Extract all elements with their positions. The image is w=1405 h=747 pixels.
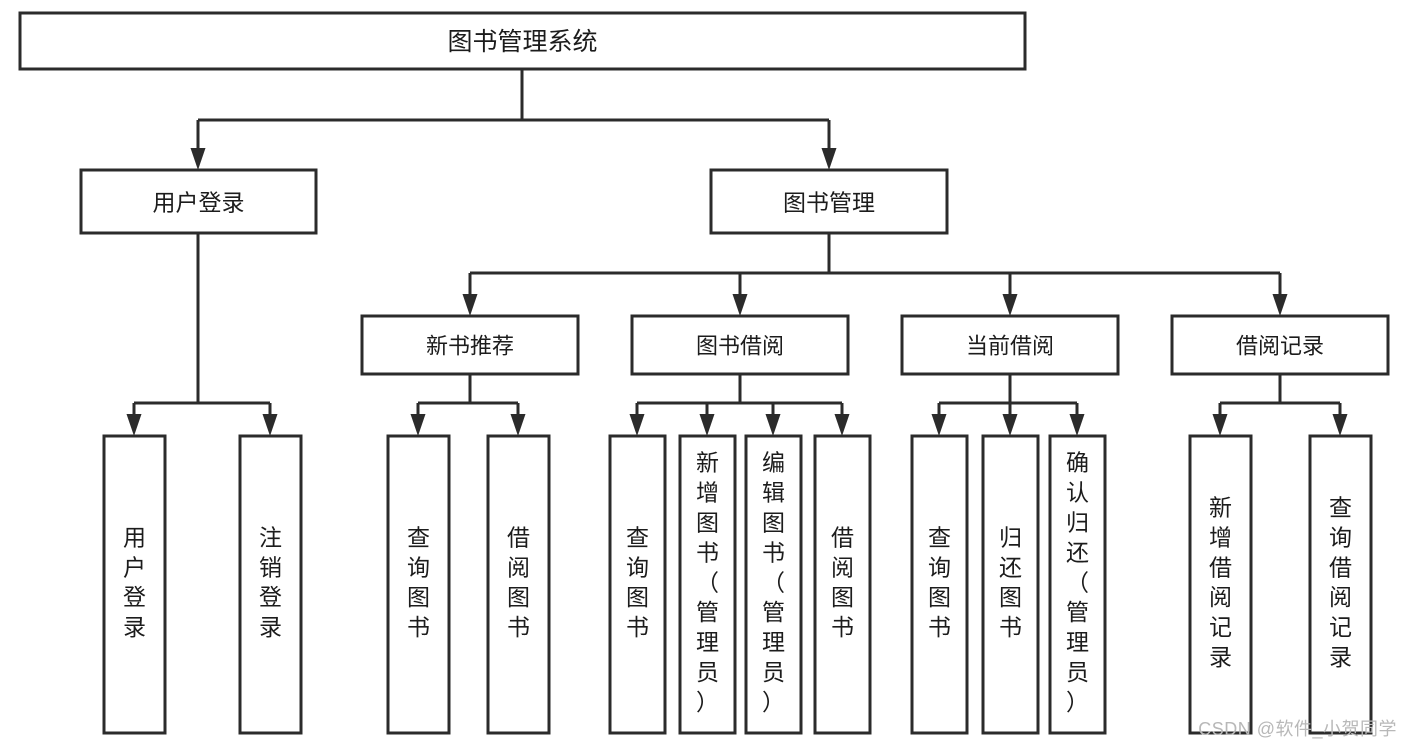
- node-box[interactable]: [910, 434, 969, 735]
- node-box[interactable]: [981, 434, 1040, 735]
- node-root[interactable]: 图书管理系统: [18, 11, 1027, 71]
- node-box[interactable]: [1048, 434, 1107, 735]
- node-leaf_4[interactable]: 查询图书: [608, 434, 667, 735]
- edge-arrowhead-icon: [699, 414, 715, 436]
- node-l3_2[interactable]: 当前借阅: [900, 314, 1120, 376]
- node-box[interactable]: [678, 434, 737, 735]
- node-label: 注销登录: [259, 524, 282, 640]
- node-label: 借阅记录: [1236, 334, 1324, 359]
- node-box[interactable]: [238, 434, 303, 735]
- edge-group-book-mgmt-trunk: [462, 233, 1288, 316]
- node-label: 图书借阅: [696, 334, 784, 359]
- node-leaf_2[interactable]: 查询图书: [386, 434, 451, 735]
- edge-group-record-trunk: [1212, 374, 1348, 436]
- node-box[interactable]: [744, 434, 803, 735]
- edge-arrowhead-icon: [765, 414, 781, 436]
- edge-arrowhead-icon: [732, 294, 748, 316]
- node-box[interactable]: [386, 434, 451, 735]
- edge-arrowhead-icon: [1212, 414, 1228, 436]
- node-label: 图书管理系统: [447, 28, 597, 56]
- node-label: 确认归还（管理员）: [1066, 450, 1089, 715]
- edge-group-current-trunk: [931, 374, 1085, 436]
- node-label: 新增图书（管理员）: [696, 450, 719, 715]
- edge-arrowhead-icon: [1272, 294, 1288, 316]
- edge-arrowhead-icon: [410, 414, 426, 436]
- node-leaf_3[interactable]: 借阅图书: [486, 434, 551, 735]
- node-label: 查询图书: [928, 524, 951, 640]
- node-l3_1[interactable]: 图书借阅: [630, 314, 850, 376]
- edge-arrowhead-icon: [821, 148, 837, 170]
- edge-arrowhead-icon: [126, 414, 142, 436]
- edge-arrowhead-icon: [190, 148, 206, 170]
- node-label: 新书推荐: [426, 334, 514, 359]
- node-label: 当前借阅: [966, 334, 1054, 359]
- edge-layer: [126, 69, 1348, 436]
- node-leaf_7[interactable]: 借阅图书: [813, 434, 872, 735]
- edge-arrowhead-icon: [262, 414, 278, 436]
- node-label: 借阅图书: [507, 524, 530, 640]
- node-leaf_1[interactable]: 注销登录: [238, 434, 303, 735]
- node-box[interactable]: [102, 434, 167, 735]
- node-label: 查询图书: [626, 524, 649, 640]
- node-l3_0[interactable]: 新书推荐: [360, 314, 580, 376]
- node-label: 查询图书: [407, 524, 430, 640]
- node-leaf_6[interactable]: 编辑图书（管理员）: [744, 434, 803, 735]
- edge-arrowhead-icon: [931, 414, 947, 436]
- edge-group-borrow-trunk: [629, 374, 850, 436]
- node-leaf_0[interactable]: 用户登录: [102, 434, 167, 735]
- edge-group-user-login-trunk: [126, 233, 278, 436]
- node-label: 图书管理: [783, 190, 875, 216]
- edge-arrowhead-icon: [834, 414, 850, 436]
- edge-group-new-book-trunk: [410, 374, 526, 436]
- edge-arrowhead-icon: [1332, 414, 1348, 436]
- node-box[interactable]: [608, 434, 667, 735]
- node-box[interactable]: [813, 434, 872, 735]
- node-leaf_12[interactable]: 查询借阅记录: [1308, 434, 1373, 735]
- node-label: 查询借阅记录: [1329, 495, 1352, 671]
- edge-arrowhead-icon: [1002, 414, 1018, 436]
- node-label: 归还图书: [999, 524, 1022, 640]
- node-box[interactable]: [900, 314, 1120, 376]
- node-box[interactable]: [1308, 434, 1373, 735]
- node-leaf_9[interactable]: 归还图书: [981, 434, 1040, 735]
- node-box[interactable]: [630, 314, 850, 376]
- node-leaf_8[interactable]: 查询图书: [910, 434, 969, 735]
- node-label: 借阅图书: [831, 524, 854, 640]
- edge-arrowhead-icon: [1002, 294, 1018, 316]
- node-box[interactable]: [486, 434, 551, 735]
- node-box[interactable]: [18, 11, 1027, 71]
- edge-arrowhead-icon: [1069, 414, 1085, 436]
- edge-arrowhead-icon: [462, 294, 478, 316]
- node-label: 编辑图书（管理员）: [762, 450, 785, 715]
- edge-group-root-trunk: [190, 69, 837, 170]
- node-box[interactable]: [79, 168, 318, 235]
- edge-arrowhead-icon: [629, 414, 645, 436]
- node-l3_3[interactable]: 借阅记录: [1170, 314, 1390, 376]
- node-label: 用户登录: [123, 524, 146, 640]
- node-box[interactable]: [709, 168, 949, 235]
- node-label: 新增借阅记录: [1209, 495, 1232, 671]
- node-box[interactable]: [1170, 314, 1390, 376]
- node-layer: 图书管理系统用户登录图书管理新书推荐图书借阅当前借阅借阅记录用户登录注销登录查询…: [18, 11, 1390, 735]
- edge-arrowhead-icon: [510, 414, 526, 436]
- node-leaf_11[interactable]: 新增借阅记录: [1188, 434, 1253, 735]
- node-leaf_5[interactable]: 新增图书（管理员）: [678, 434, 737, 735]
- node-l2_1[interactable]: 图书管理: [709, 168, 949, 235]
- node-l2_0[interactable]: 用户登录: [79, 168, 318, 235]
- node-leaf_10[interactable]: 确认归还（管理员）: [1048, 434, 1107, 735]
- node-box[interactable]: [360, 314, 580, 376]
- node-label: 用户登录: [153, 190, 245, 216]
- node-box[interactable]: [1188, 434, 1253, 735]
